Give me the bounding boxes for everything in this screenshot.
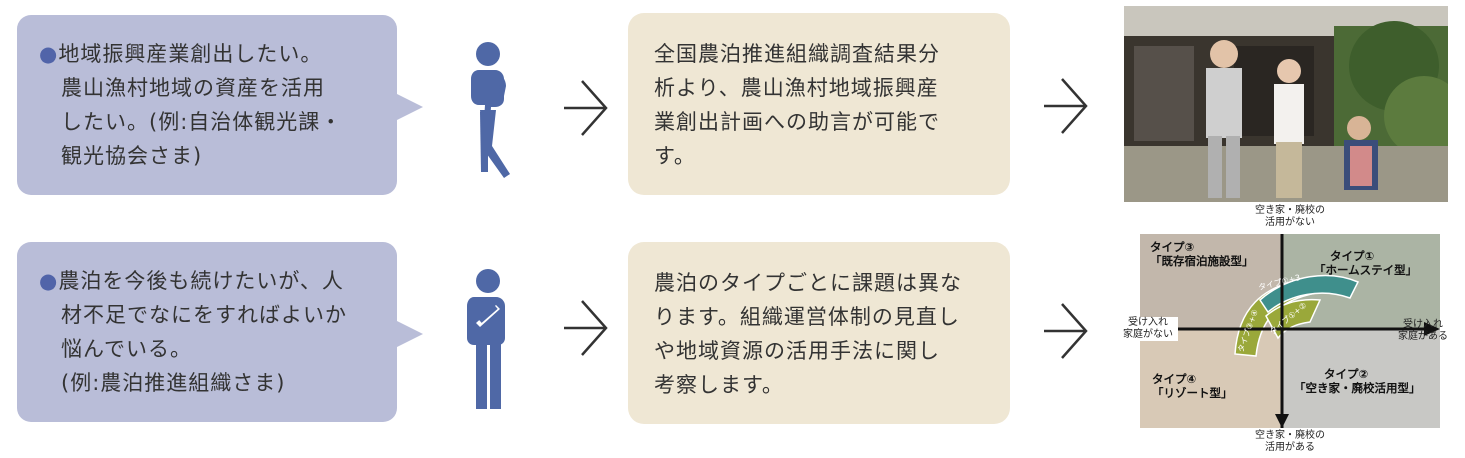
- bubble-1-line-3: したい。(例:自治体観光課・: [61, 110, 343, 134]
- worried-person-icon: [467, 269, 505, 409]
- solution-box-1: 全国農泊推進組織調査結果分 析より、農山漁村地域振興産 業創出計画への助言が可能…: [628, 13, 1010, 195]
- bubble-1-line-4: 観光協会さま): [61, 144, 203, 168]
- bubble-2-line-2: 材不足でなにをすればよいか: [61, 303, 347, 327]
- type4-label: タイプ④ 「リゾート型」: [1152, 372, 1233, 400]
- info-1-line-3: 業創出計画への助言が可能で: [654, 110, 940, 134]
- bubble-2-line-1: ●農泊を今後も続けたいが、人: [39, 269, 344, 293]
- info-1-line-1: 全国農泊推進組織調査結果分: [654, 42, 940, 66]
- arrow-right-icon: [564, 80, 608, 136]
- type3-label: タイプ③ 「既存宿泊施設型」: [1150, 240, 1254, 268]
- bottom-axis-label: 空き家・廃校の 活用がある: [1255, 430, 1325, 453]
- need-bubble-1: ●地域振興産業創出したい。 農山漁村地域の資産を活用 したい。(例:自治体観光課…: [17, 15, 423, 195]
- thinking-person-icon: [471, 42, 510, 178]
- bubble-2-line-3: 悩んでいる。: [61, 337, 192, 361]
- axis-cross: [1140, 234, 1440, 428]
- info-2-line-4: 考察します。: [654, 373, 784, 397]
- bullet-dot: ●: [39, 42, 59, 66]
- info-1-line-2: 析より、農山漁村地域振興産: [654, 76, 939, 100]
- left-axis-label: 受け入れ 家庭がない: [1118, 317, 1178, 341]
- bubble-1-line-1: ●地域振興産業創出したい。: [39, 42, 323, 66]
- arrow-right-icon: [1044, 303, 1088, 359]
- quadrant-veil: [1140, 234, 1440, 428]
- type2-label: タイプ② 「空き家・廃校活用型」: [1294, 367, 1421, 395]
- bubble-1-line-2: 農山漁村地域の資産を活用: [61, 76, 325, 100]
- bubble-2-line-4: (例:農泊推進組織さま): [61, 371, 286, 395]
- arrow-right-icon: [1044, 78, 1088, 134]
- right-axis-label: 受け入れ 家庭がある: [1398, 319, 1448, 342]
- need-bubble-2: ●農泊を今後も続けたいが、人 材不足でなにをすればよいか 悩んでいる。 (例:農…: [17, 242, 423, 422]
- bullet-dot: ●: [39, 269, 59, 293]
- quadrant-bottom-right: [1282, 328, 1440, 428]
- arrow-right-icon: [564, 300, 608, 356]
- info-2-line-1: 農泊のタイプごとに課題は異な: [654, 271, 962, 295]
- info-2-line-2: ります。組織運営体制の見直し: [654, 305, 960, 329]
- type1-label: タイプ① 「ホームステイ型」: [1314, 249, 1418, 277]
- info-2-line-3: や地域資源の活用手法に関し: [654, 339, 940, 363]
- info-1-line-4: す。: [654, 144, 696, 168]
- solution-box-2: 農泊のタイプごとに課題は異な ります。組織運営体制の見直し や地域資源の活用手法…: [628, 242, 1010, 424]
- farm-family-photo: [1124, 6, 1448, 202]
- top-axis-label: 空き家・廃校の 活用がない: [1255, 205, 1325, 228]
- nohaku-type-matrix: 空き家・廃校の 活用がない タイプ③ 「既存宿泊施設型」 タイプ① 「ホームステ…: [1118, 205, 1448, 458]
